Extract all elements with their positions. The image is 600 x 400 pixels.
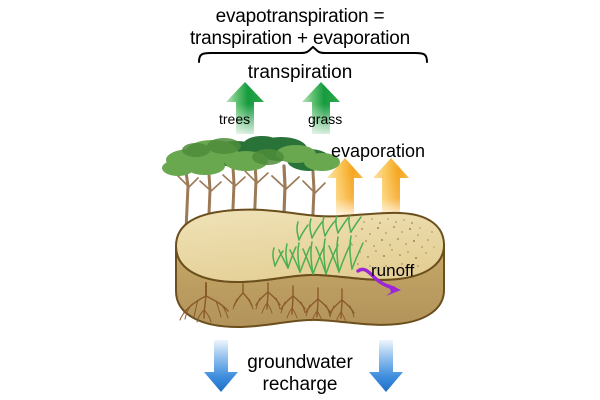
evaporation-arrow-left-graphic [327,158,363,220]
runoff-arrowhead-graphic [386,284,401,296]
tree-group-graphic [162,136,340,244]
equation-line-2: transpiration + evaporation [189,28,411,49]
roots-graphic [179,282,355,323]
grass-label: grass [308,111,343,127]
groundwater-recharge-label-line-1: groundwater [247,352,353,373]
groundwater-arrow-right-graphic [369,340,403,392]
runoff-label: runoff [371,261,415,280]
trees-label: trees [219,111,251,127]
transpiration-label: transpiration [247,62,353,83]
transpiration-arrow-trees-graphic [226,82,264,140]
grass-tufts-graphic [272,214,364,275]
brace-graphic [198,46,428,63]
evaporation-label: evaporation [331,141,426,161]
groundwater-recharge-label-line-2: recharge [262,374,338,395]
soil-block-graphic [175,208,445,328]
evaporation-arrow-right-graphic [373,158,409,220]
groundwater-arrow-left-graphic [204,340,238,392]
bare-soil-speckles-graphic [349,218,435,267]
transpiration-arrow-grass-graphic [302,82,340,140]
equation-line-1: evapotranspiration = [215,6,385,27]
